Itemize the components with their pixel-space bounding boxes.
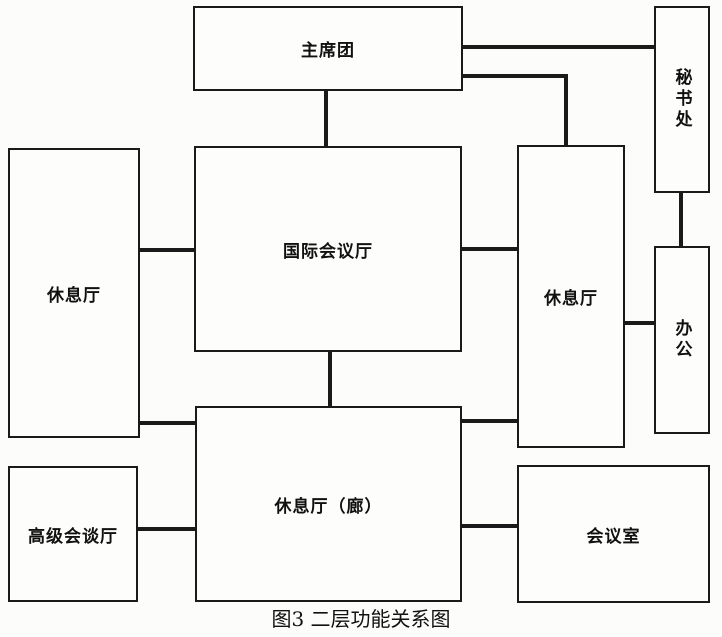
figure-caption: 图3 二层功能关系图: [271, 607, 451, 631]
node-lounge-right: 休息厅: [517, 145, 625, 448]
node-vip-talk-hall: 高级会谈厅: [8, 466, 138, 602]
node-secretariat: 秘书处: [654, 6, 710, 193]
node-lounge-corridor: 休息厅（廊）: [195, 406, 462, 602]
node-office: 办公: [654, 246, 710, 434]
edge-presidium-lounge-right: [462, 74, 568, 146]
node-meeting-room: 会议室: [517, 465, 710, 603]
node-main-hall: 国际会议厅: [194, 146, 462, 352]
node-presidium: 主席团: [193, 6, 463, 91]
node-lounge-left: 休息厅: [8, 148, 140, 438]
